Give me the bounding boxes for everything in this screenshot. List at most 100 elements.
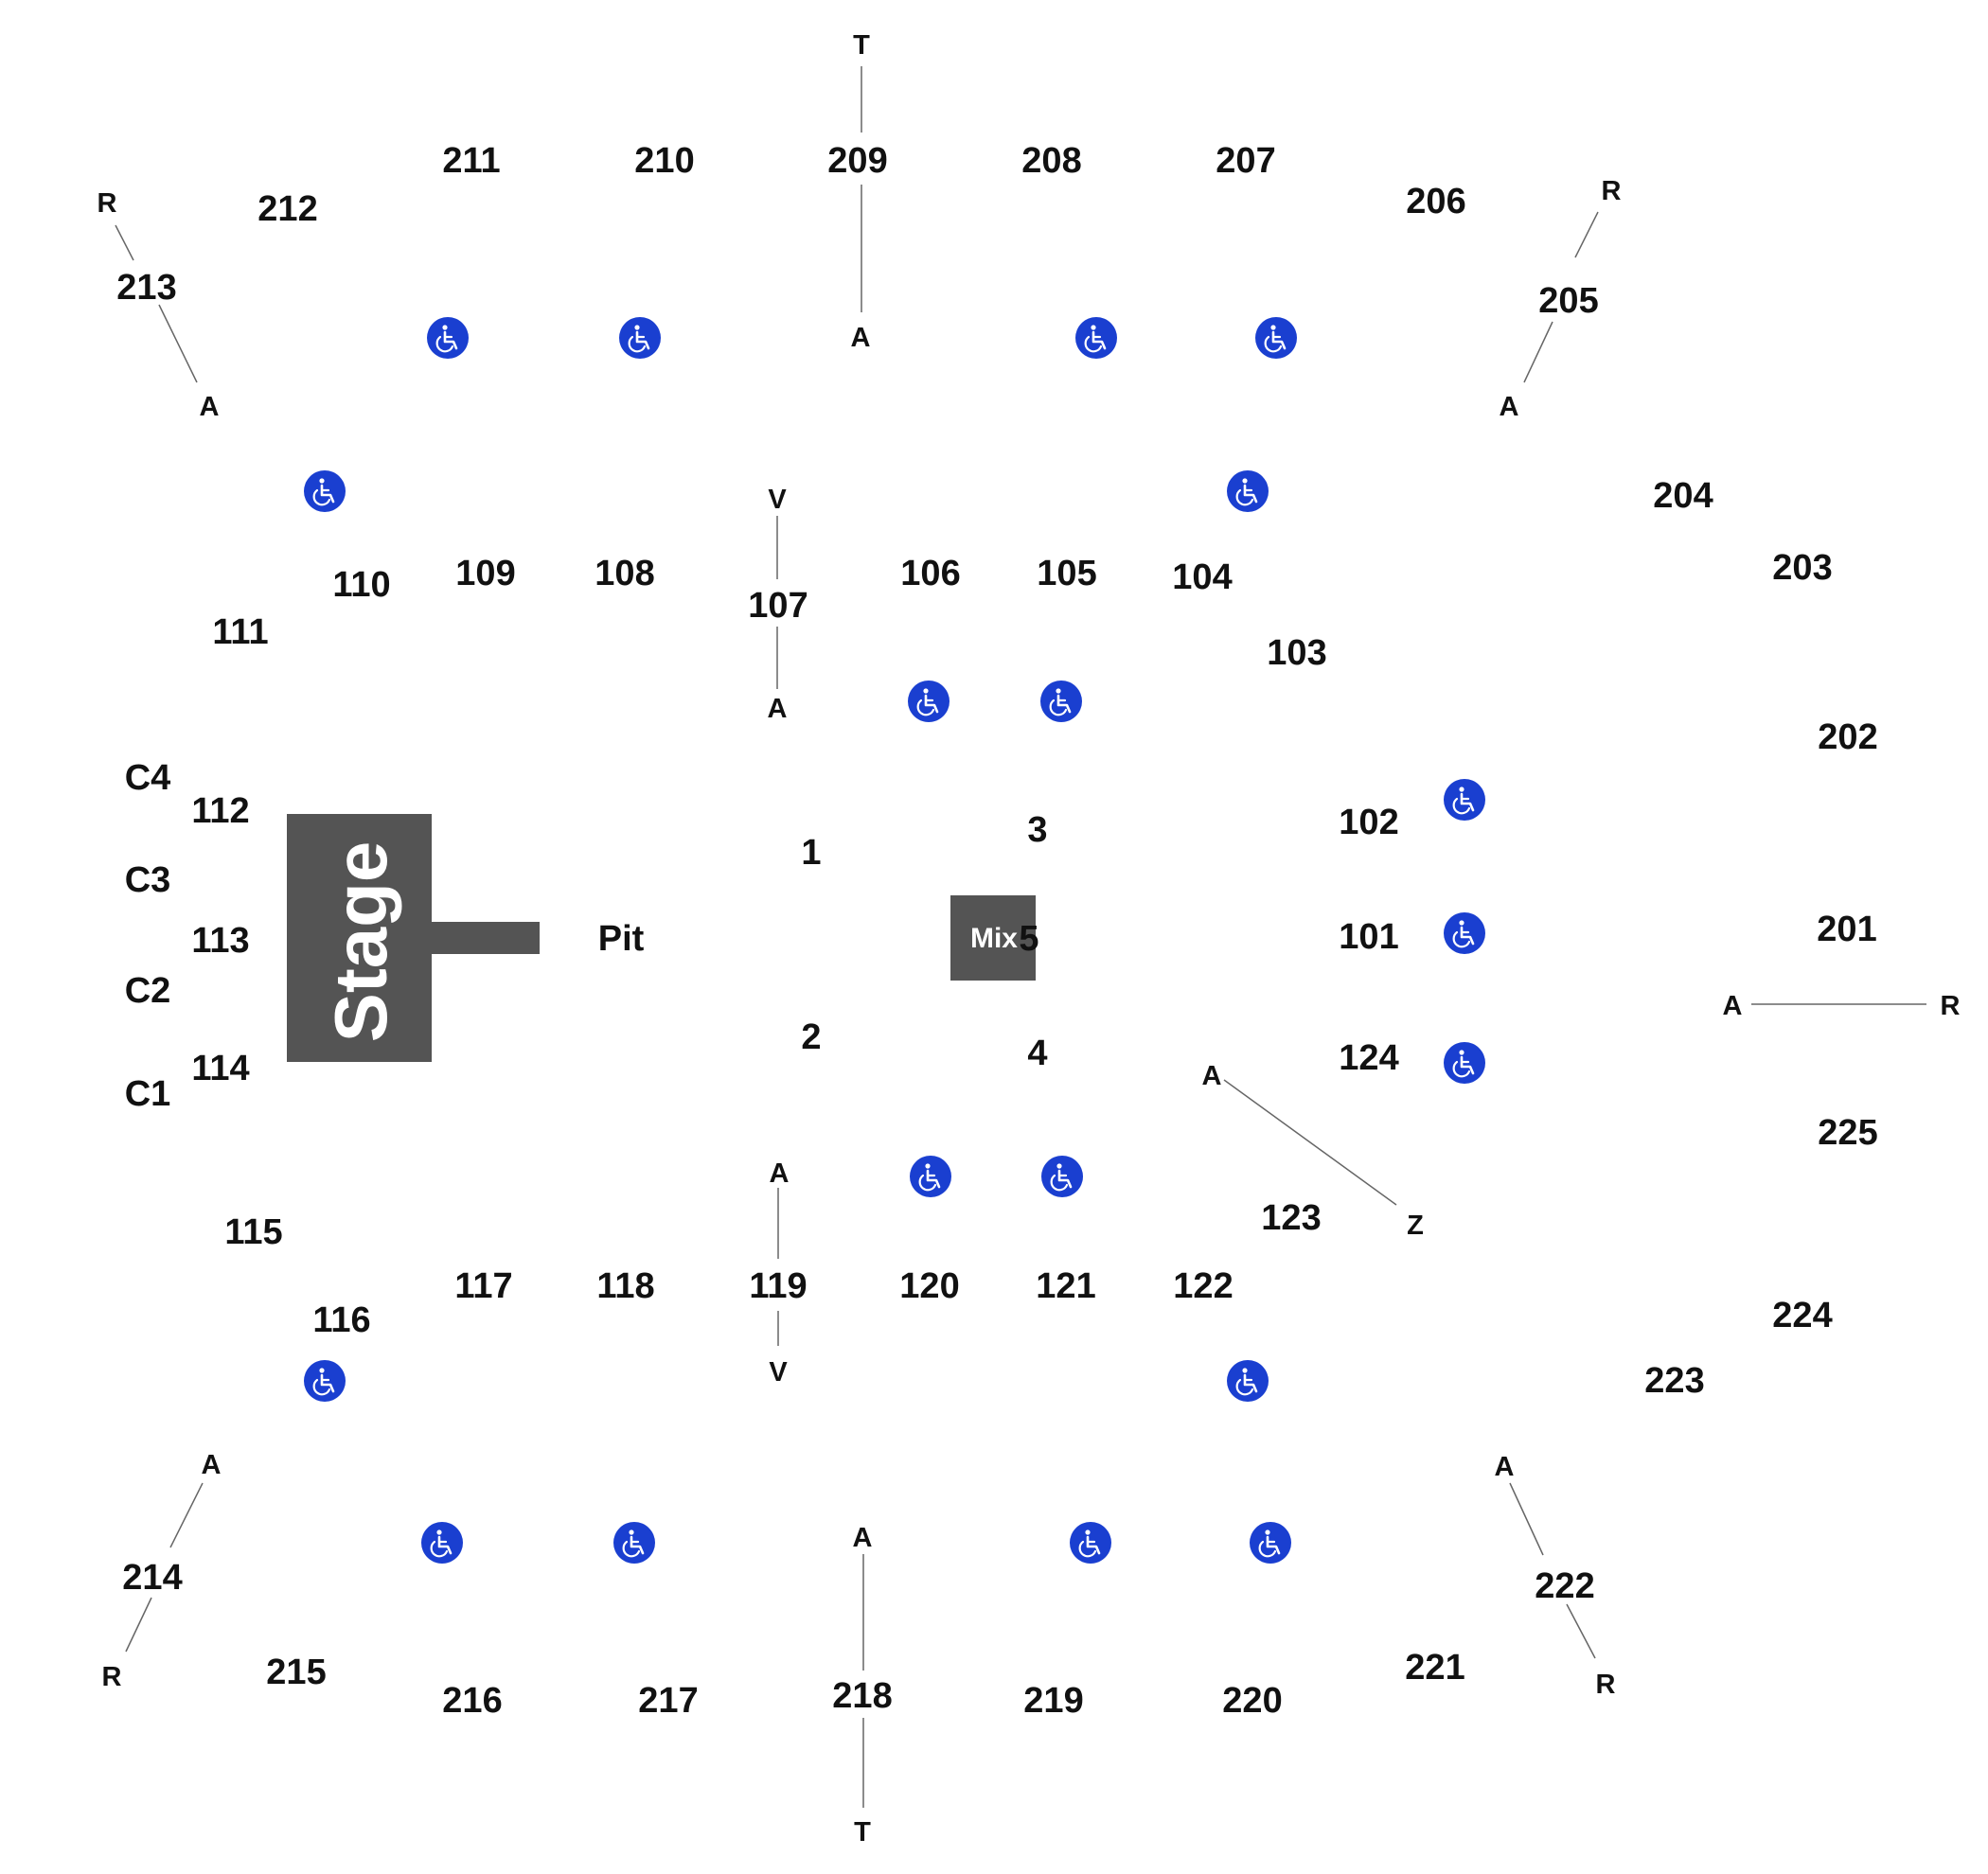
pit-label[interactable]: Pit [598, 919, 645, 959]
section-202[interactable]: 202 [1818, 717, 1877, 757]
section-106[interactable]: 106 [900, 554, 960, 593]
wheelchair-accessible-icon[interactable] [302, 468, 347, 514]
floor-section-3[interactable]: 3 [1027, 810, 1047, 850]
stage-label: Stage [319, 841, 402, 1042]
row-label: R [1941, 991, 1961, 1021]
section-109[interactable]: 109 [455, 554, 515, 593]
floor-section-2[interactable]: 2 [801, 1017, 821, 1057]
section-116[interactable]: 116 [312, 1300, 370, 1340]
section-102[interactable]: 102 [1339, 803, 1398, 842]
section-214[interactable]: 214 [122, 1558, 182, 1598]
section-113[interactable]: 113 [191, 921, 249, 961]
wheelchair-accessible-icon[interactable] [908, 1154, 953, 1199]
wheelchair-accessible-icon[interactable] [1442, 910, 1487, 956]
wheelchair-accessible-icon[interactable] [1248, 1520, 1293, 1565]
wheelchair-accessible-icon[interactable] [1442, 1040, 1487, 1086]
section-111[interactable]: 111 [212, 612, 268, 652]
row-line-214-upper [169, 1482, 204, 1548]
section-208[interactable]: 208 [1021, 141, 1081, 181]
wheelchair-accessible-icon[interactable] [302, 1358, 347, 1404]
wheelchair-accessible-icon[interactable] [1225, 468, 1270, 514]
row-label: R [98, 188, 117, 219]
section-207[interactable]: 207 [1216, 141, 1275, 181]
section-123[interactable]: 123 [1261, 1198, 1321, 1238]
row-label: V [769, 1357, 788, 1388]
section-110[interactable]: 110 [332, 565, 390, 605]
section-c4[interactable]: C4 [125, 758, 171, 798]
section-107[interactable]: 107 [748, 586, 808, 626]
section-108[interactable]: 108 [595, 554, 654, 593]
wheelchair-accessible-icon[interactable] [1225, 1358, 1270, 1404]
row-line-222-upper [1509, 1482, 1544, 1556]
section-117[interactable]: 117 [454, 1266, 512, 1306]
section-204[interactable]: 204 [1653, 476, 1713, 516]
section-225[interactable]: 225 [1818, 1113, 1877, 1153]
wheelchair-accessible-icon[interactable] [425, 315, 470, 361]
row-label: V [768, 485, 787, 515]
section-224[interactable]: 224 [1772, 1296, 1832, 1335]
section-218[interactable]: 218 [832, 1676, 892, 1716]
wheelchair-accessible-icon[interactable] [1038, 679, 1084, 724]
section-216[interactable]: 216 [442, 1681, 502, 1721]
section-104[interactable]: 104 [1172, 557, 1232, 597]
row-range-lines [115, 66, 1926, 1808]
section-121[interactable]: 121 [1036, 1266, 1095, 1306]
row-label: A [1500, 392, 1519, 422]
wheelchair-accessible-icon[interactable] [612, 1520, 657, 1565]
section-213[interactable]: 213 [116, 268, 176, 308]
floor-section-4[interactable]: 4 [1027, 1034, 1047, 1073]
section-219[interactable]: 219 [1023, 1681, 1083, 1721]
wheelchair-accessible-icon[interactable] [419, 1520, 465, 1565]
section-103[interactable]: 103 [1267, 633, 1326, 673]
floor-section-1[interactable]: 1 [801, 833, 821, 873]
section-118[interactable]: 118 [596, 1266, 654, 1306]
section-120[interactable]: 120 [899, 1266, 959, 1306]
section-223[interactable]: 223 [1644, 1361, 1704, 1401]
section-206[interactable]: 206 [1406, 182, 1465, 221]
section-labels: 211 210 209 208 207 206 212 213 205 204 … [116, 141, 1877, 1721]
row-label: A [200, 392, 220, 422]
section-212[interactable]: 212 [257, 189, 317, 229]
row-label: R [102, 1662, 122, 1692]
section-119[interactable]: 119 [749, 1266, 807, 1306]
section-220[interactable]: 220 [1222, 1681, 1282, 1721]
row-line-123 [1223, 1079, 1397, 1206]
floor-section-5[interactable]: 5 [1019, 919, 1038, 959]
row-label: A [1495, 1452, 1515, 1482]
section-217[interactable]: 217 [638, 1681, 698, 1721]
section-124[interactable]: 124 [1339, 1038, 1398, 1078]
section-114[interactable]: 114 [191, 1049, 249, 1088]
stage-thrust [432, 922, 540, 954]
section-112[interactable]: 112 [191, 791, 249, 831]
section-122[interactable]: 122 [1173, 1266, 1233, 1306]
section-209[interactable]: 209 [827, 141, 887, 181]
wheelchair-accessible-icon[interactable] [617, 315, 663, 361]
section-c1[interactable]: C1 [125, 1074, 171, 1114]
section-203[interactable]: 203 [1772, 548, 1832, 588]
row-label: A [770, 1158, 790, 1189]
wheelchair-accessible-icon[interactable] [1039, 1154, 1085, 1199]
section-215[interactable]: 215 [266, 1653, 326, 1692]
section-c3[interactable]: C3 [125, 860, 171, 900]
wheelchair-accessible-icon[interactable] [906, 679, 951, 724]
wheelchair-accessible-icon[interactable] [1074, 315, 1119, 361]
section-c2[interactable]: C2 [125, 971, 171, 1011]
stage-area: Stage Pit Mix [287, 814, 1036, 1062]
wheelchair-accessible-icon[interactable] [1253, 315, 1299, 361]
section-105[interactable]: 105 [1037, 554, 1096, 593]
wheelchair-accessible-icon[interactable] [1068, 1520, 1113, 1565]
row-line-222-lower [1566, 1603, 1596, 1659]
section-221[interactable]: 221 [1405, 1648, 1464, 1688]
wheelchair-accessible-icon[interactable] [1442, 777, 1487, 822]
section-210[interactable]: 210 [634, 141, 694, 181]
stage[interactable] [287, 814, 432, 1062]
section-205[interactable]: 205 [1538, 281, 1598, 321]
row-line-205-lower [1523, 321, 1553, 383]
section-211[interactable]: 211 [442, 141, 500, 181]
section-101[interactable]: 101 [1339, 917, 1398, 957]
section-115[interactable]: 115 [224, 1212, 282, 1252]
section-201[interactable]: 201 [1817, 910, 1876, 949]
section-222[interactable]: 222 [1535, 1566, 1594, 1606]
row-line-214-lower [125, 1597, 152, 1653]
